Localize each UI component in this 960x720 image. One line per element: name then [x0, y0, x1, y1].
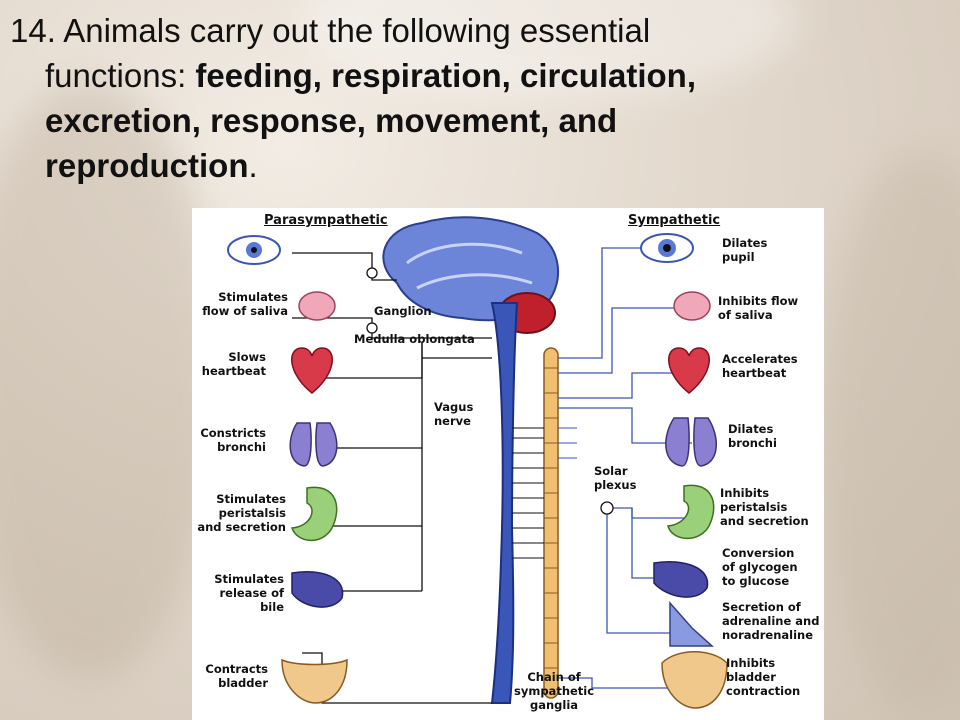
- right-liver: [653, 561, 709, 598]
- right-lungs: [665, 417, 718, 467]
- title-line2-plain: functions:: [45, 57, 196, 94]
- slide-title: 14. Animals carry out the following esse…: [10, 8, 950, 188]
- right-stomach: [667, 484, 715, 540]
- right-label-glycogen: Conversion of glycogen to glucose: [722, 546, 798, 588]
- right-label-peristalsis: Inhibits peristalsis and secretion: [720, 486, 809, 528]
- left-label-peristalsis: Stimulates peristalsis and secretion: [197, 492, 286, 534]
- left-heart: [291, 347, 333, 394]
- spinal-cord: [490, 302, 519, 704]
- right-salivary-gland: [673, 291, 711, 321]
- left-label-saliva: Stimulates flow of saliva: [202, 290, 288, 318]
- chain-label: Chain of sympathetic ganglia: [514, 670, 595, 712]
- nervous-system-diagram: Parasympathetic Sympathetic Ganglion Med…: [192, 208, 824, 720]
- parasympathetic-header: Parasympathetic: [264, 213, 388, 228]
- left-label-bile: Stimulates release of bile: [214, 572, 284, 614]
- left-lungs: [289, 422, 338, 467]
- adrenal-gland: [669, 601, 714, 647]
- sympathetic-chain: [543, 347, 559, 699]
- sympathetic-header: Sympathetic: [628, 213, 721, 228]
- left-label-bladder: Contracts bladder: [205, 662, 268, 690]
- left-label-bronchi: Constricts bronchi: [200, 426, 266, 454]
- right-label-adrenaline: Secretion of adrenaline and noradrenalin…: [722, 600, 820, 642]
- title-line4-bold: reproduction: [45, 147, 249, 184]
- right-label-bladder: Inhibits bladder contraction: [726, 656, 801, 698]
- left-bladder: [281, 658, 348, 704]
- left-label-heart: Slows heartbeat: [201, 350, 266, 378]
- left-salivary-gland: [298, 291, 336, 321]
- title-line2-bold: feeding, respiration, circulation,: [195, 57, 697, 94]
- left-stomach: [290, 486, 338, 542]
- medulla-label: Medulla oblongata: [354, 332, 475, 346]
- right-label-pupil: Dilates pupil: [722, 236, 768, 264]
- left-liver: [291, 571, 344, 608]
- right-label-bronchi: Dilates bronchi: [728, 422, 777, 450]
- solar-plexus-label: Solar plexus: [594, 464, 637, 492]
- title-line3-bold: excretion, response, movement, and: [45, 102, 618, 139]
- diagram-graphics: [227, 216, 728, 709]
- title-line4-tail: .: [248, 147, 258, 184]
- right-label-saliva: Inhibits flow of saliva: [718, 294, 799, 322]
- right-label-heart: Accelerates heartbeat: [722, 352, 798, 380]
- vagus-nerve-label: Vagus nerve: [434, 400, 474, 428]
- right-bladder: [661, 651, 728, 709]
- title-line1: 14. Animals carry out the following esse…: [10, 12, 651, 49]
- right-heart: [668, 347, 710, 394]
- ganglion-label: Ganglion: [374, 304, 432, 318]
